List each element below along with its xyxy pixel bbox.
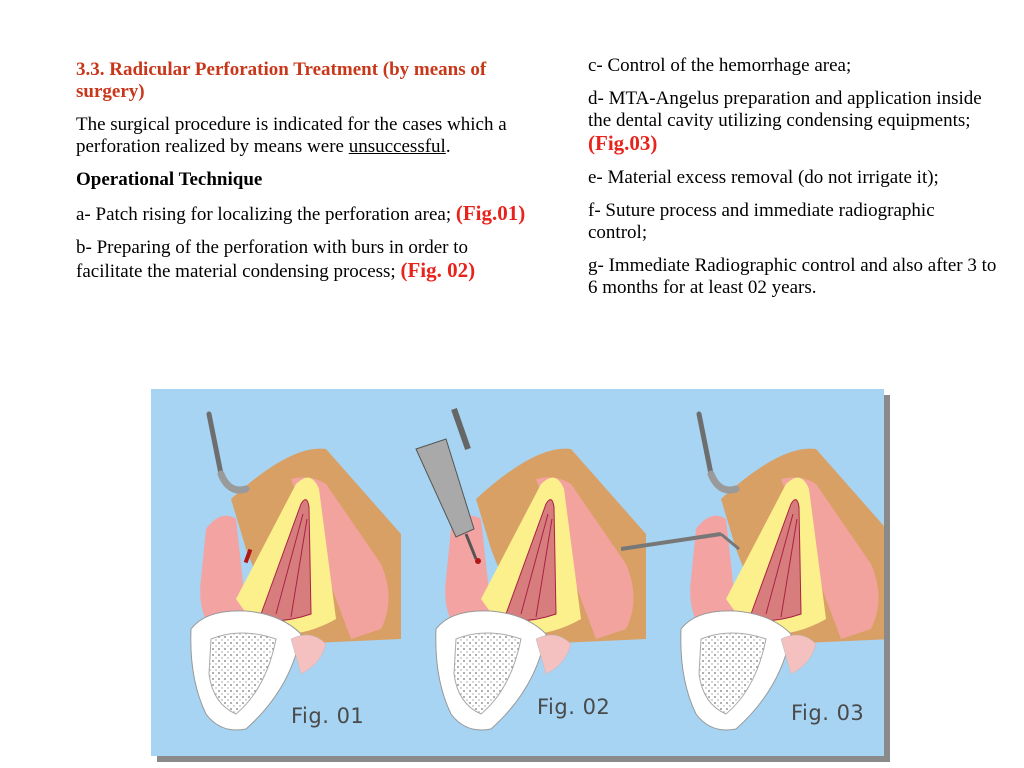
step-e: e- Material excess removal (do not irrig… xyxy=(588,167,939,188)
dental-illustration xyxy=(190,408,884,731)
step-a: a- Patch rising for localizing the perfo… xyxy=(76,202,531,226)
left-column: 3.3. Radicular Perforation Treatment (by… xyxy=(76,59,531,294)
step-g: g- Immediate Radiographic control and al… xyxy=(588,255,997,298)
operational-technique-heading: Operational Technique xyxy=(76,169,263,190)
section-heading: 3.3. Radicular Perforation Treatment (by… xyxy=(76,59,487,102)
figure-02-illustration xyxy=(415,408,647,731)
intro-text: The surgical procedure is indicated for … xyxy=(76,114,507,157)
figure-03-illustration xyxy=(620,414,884,731)
fig-03-label: Fig. 03 xyxy=(791,701,865,725)
intro-period: . xyxy=(445,136,451,157)
step-a-text: a- Patch rising for localizing the perfo… xyxy=(76,204,456,225)
step-b-text: b- Preparing of the perforation with bur… xyxy=(76,237,469,282)
intro-paragraph: The surgical procedure is indicated for … xyxy=(76,114,531,158)
fig03-reference: (Fig.03) xyxy=(588,131,658,155)
step-d: d- MTA-Angelus preparation and applicati… xyxy=(588,88,998,156)
fig01-reference: (Fig.01) xyxy=(455,201,526,225)
fig-01-label: Fig. 01 xyxy=(291,704,365,728)
right-column: c- Control of the hemorrhage area; d- MT… xyxy=(588,55,998,310)
step-c: c- Control of the hemorrhage area; xyxy=(588,55,852,76)
fig02-reference: (Fig. 02) xyxy=(400,258,476,282)
fig-02-label: Fig. 02 xyxy=(537,695,611,719)
figure-01-illustration xyxy=(190,414,402,731)
intro-underlined-word: unsuccessful xyxy=(348,136,446,157)
step-f: f- Suture process and immediate radiogra… xyxy=(588,200,935,243)
step-d-text: d- MTA-Angelus preparation and applicati… xyxy=(588,88,982,131)
step-b: b- Preparing of the perforation with bur… xyxy=(76,237,531,283)
dental-illustration-panel: Fig. 01 Fig. 02 Fig. 03 xyxy=(151,389,884,756)
